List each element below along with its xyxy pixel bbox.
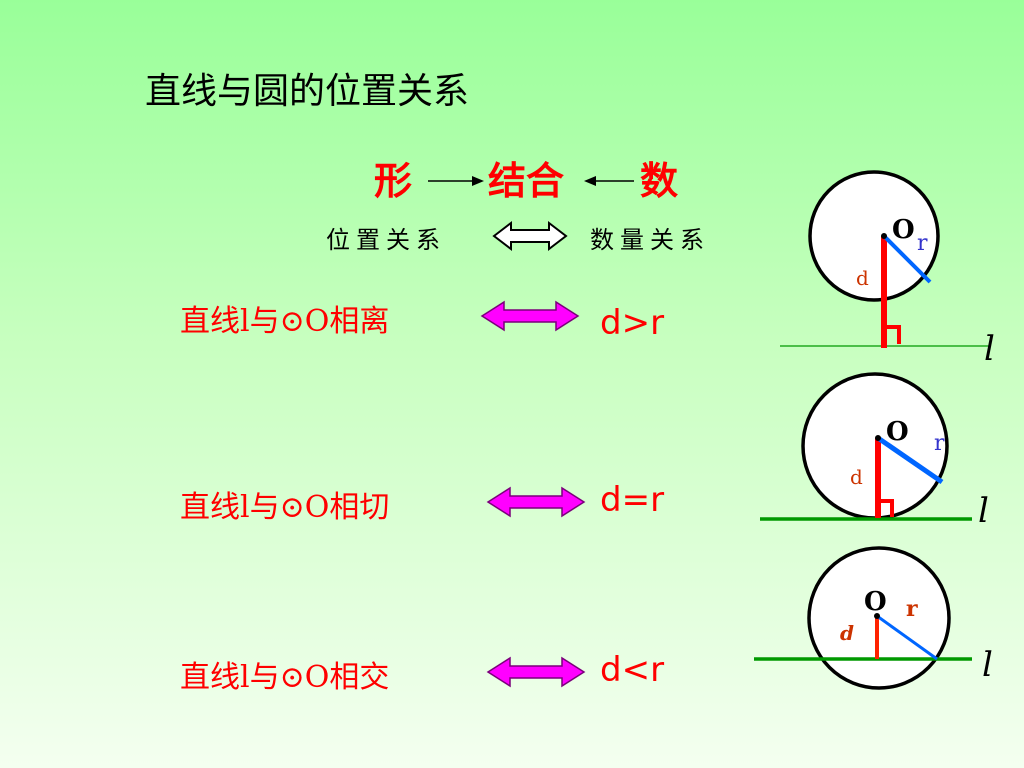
distance-label: d bbox=[856, 266, 869, 290]
radius-label: r bbox=[906, 596, 918, 622]
number-label: 数 bbox=[640, 159, 679, 203]
condition-tangent: d=r bbox=[600, 480, 665, 520]
distance-label: d bbox=[840, 621, 854, 645]
double-arrow-intersect-icon bbox=[486, 656, 586, 688]
arrow-left-icon bbox=[584, 176, 634, 186]
shape-label: 形 bbox=[374, 159, 413, 203]
line-label: l bbox=[984, 329, 995, 369]
center-point bbox=[875, 435, 881, 441]
relation-tangent-label: 直线l与⊙O相切 bbox=[180, 490, 390, 525]
center-point bbox=[874, 613, 880, 619]
center-label: O bbox=[864, 587, 887, 617]
diagram-separate: O r d l bbox=[780, 170, 995, 369]
equivalence-arrow-icon bbox=[492, 220, 568, 252]
combine-label: 结合 bbox=[488, 159, 565, 203]
distance-label: d bbox=[850, 465, 863, 489]
right-angle-mark bbox=[884, 325, 901, 344]
center-point bbox=[881, 233, 887, 239]
center-label: O bbox=[886, 417, 909, 447]
double-arrow-tangent-icon bbox=[486, 486, 586, 518]
line-label: l bbox=[982, 645, 993, 685]
condition-intersect: d<r bbox=[600, 650, 665, 690]
diagram-intersect: O r d l bbox=[754, 546, 993, 690]
double-arrow-separate-icon bbox=[480, 300, 580, 332]
condition-separate: d>r bbox=[600, 303, 665, 343]
radius-r-separate bbox=[882, 234, 932, 284]
relation-separate-label: 直线l与⊙O相离 bbox=[180, 304, 390, 339]
right-angle-mark bbox=[878, 499, 894, 517]
radius-label: r bbox=[917, 231, 928, 256]
line-label: l bbox=[978, 491, 989, 531]
relation-intersect-label: 直线l与⊙O相交 bbox=[180, 660, 390, 695]
quantity-relation-label: 数量关系 bbox=[590, 226, 710, 254]
diagram-tangent: O r d l bbox=[760, 372, 989, 531]
page-title: 直线与圆的位置关系 bbox=[145, 71, 470, 112]
radius-r-intersect bbox=[876, 614, 938, 661]
arrow-right-icon bbox=[428, 176, 484, 186]
radius-label: r bbox=[934, 431, 945, 456]
center-label: O bbox=[892, 215, 915, 245]
position-relation-label: 位置关系 bbox=[326, 226, 446, 254]
radius-r-tangent bbox=[876, 435, 944, 485]
